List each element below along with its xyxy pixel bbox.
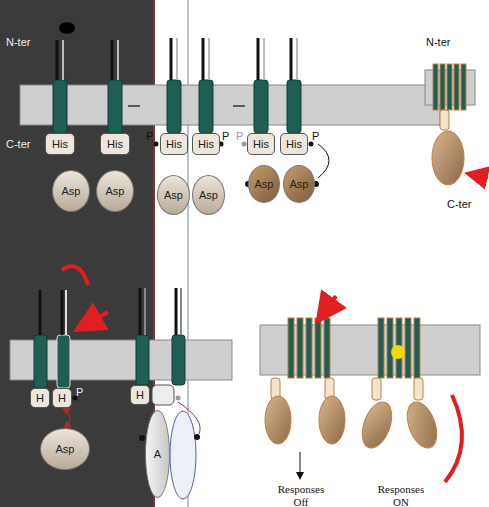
kinase-domain: H [130,385,150,405]
receiver-domain: Asp [157,175,190,215]
terminus-label: P [222,130,229,142]
domain-label: A [154,448,161,460]
domain-label: Asp [106,185,125,197]
membrane [20,85,440,125]
receiver-domain: Asp [52,170,90,212]
receiver-domain: Asp [248,165,280,203]
domain-label: Asp [290,178,309,190]
receiver-domain: Asp [40,428,90,470]
domain-label: Asp [199,189,218,201]
domain-label: His [166,138,182,150]
terminus-label: C-ter [6,138,30,150]
domain-label: Asp [62,185,81,197]
receiver-domain: Asp [96,170,134,212]
receiver-domain: A [145,410,170,498]
domain-label: Asp [164,189,183,201]
kinase-domain: His [247,133,275,155]
response-label: Responses ON [370,483,432,507]
domain-label: Asp [255,178,274,190]
kinase-domain: His [45,133,75,155]
terminus-label: P [76,386,83,398]
kinase-domain: H [52,388,72,408]
domain-label: H [36,392,44,404]
domain-label: His [253,138,269,150]
kinase-domain: His [100,133,130,155]
response-label: Responses Off [270,483,332,507]
terminus-label: N-ter [426,36,450,48]
phosphotransfer-arrow [63,408,71,428]
domain-label: His [107,138,123,150]
domain-label: H [58,392,66,404]
domain-label: H [136,389,144,401]
domain-label: His [198,138,214,150]
domain-label: His [286,138,302,150]
terminus-label: P [312,130,319,142]
terminus-label: N-ter [6,36,30,48]
domain-label: His [52,138,68,150]
kinase-domain: His [160,133,188,155]
receiver-domain: Asp [192,175,225,215]
kinase-domain: His [280,133,308,155]
dark-panel [0,0,155,507]
receiver-domain: Asp [283,165,315,203]
terminus-label: P [146,130,153,142]
domain-label: Asp [56,443,75,455]
terminus-label: P [236,130,243,142]
kinase-domain: H [30,388,50,408]
kinase-domain: His [192,133,220,155]
terminus-label: C-ter [447,198,471,210]
